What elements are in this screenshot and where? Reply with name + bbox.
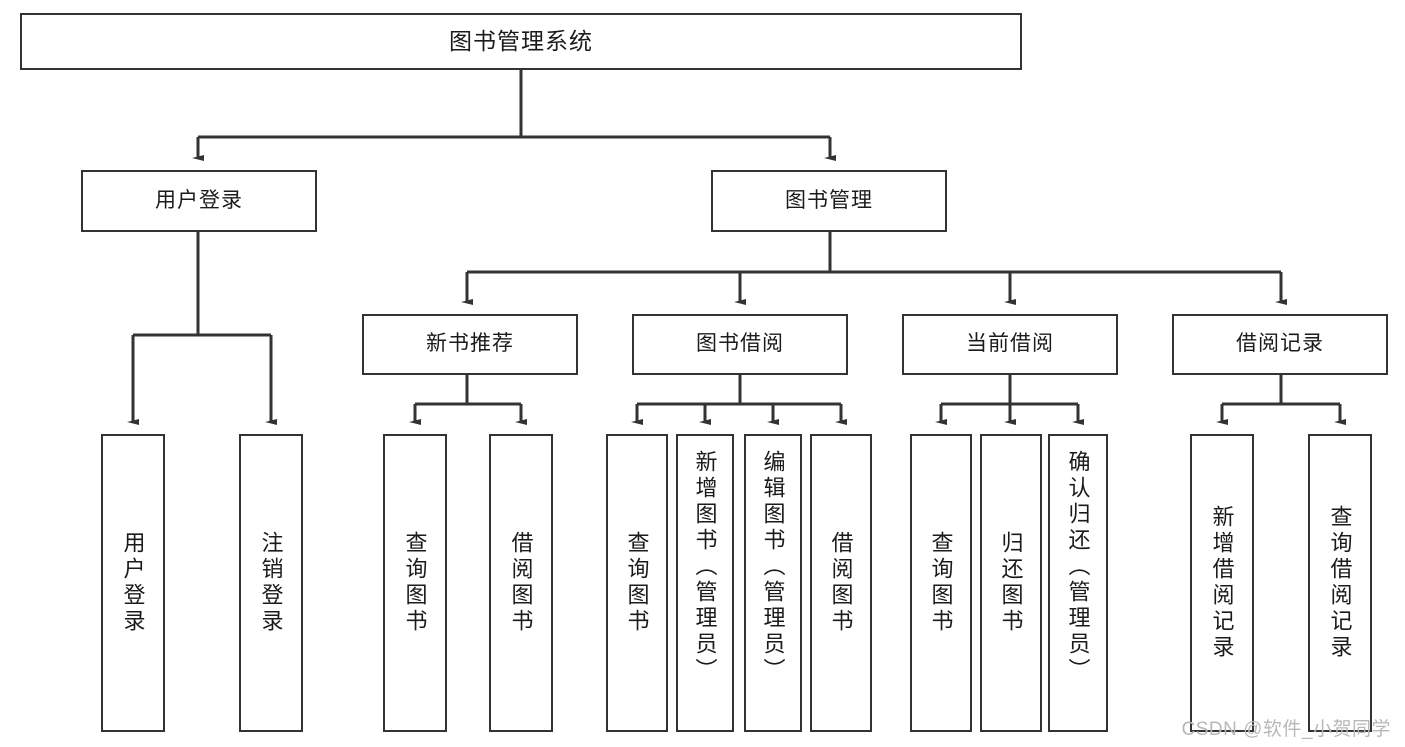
node-label: 借阅图书 <box>508 531 534 635</box>
node-label: 确认归还（管理员） <box>1065 450 1091 684</box>
csdn-watermark: CSDN @软件_小贺同学 <box>1181 719 1391 740</box>
node-label: 编辑图书（管理员） <box>760 450 786 684</box>
node-leaf-user-logout[interactable]: 注销登录 <box>239 434 303 732</box>
node-leaf-edit-book-admin[interactable]: 编辑图书（管理员） <box>744 434 802 732</box>
node-label: 用户登录 <box>120 531 146 635</box>
node-leaf-borrow-book-recommendation[interactable]: 借阅图书 <box>489 434 553 732</box>
node-label: 查询借阅记录 <box>1327 505 1353 661</box>
node-label: 用户登录 <box>155 188 243 212</box>
node-leaf-query-borrowing-record[interactable]: 查询借阅记录 <box>1308 434 1372 732</box>
node-new-book-recommendation[interactable]: 新书推荐 <box>362 314 578 375</box>
node-leaf-borrow-book-borrowing[interactable]: 借阅图书 <box>810 434 872 732</box>
node-leaf-return-book[interactable]: 归还图书 <box>980 434 1042 732</box>
node-label: 查询图书 <box>624 531 650 635</box>
node-book-management[interactable]: 图书管理 <box>711 170 947 232</box>
node-label: 查询图书 <box>402 531 428 635</box>
node-label: 图书管理系统 <box>449 28 593 55</box>
node-current-borrowing[interactable]: 当前借阅 <box>902 314 1118 375</box>
node-leaf-add-book-admin[interactable]: 新增图书（管理员） <box>676 434 734 732</box>
node-label: 新增图书（管理员） <box>692 450 718 684</box>
node-label: 图书借阅 <box>696 332 784 356</box>
node-leaf-query-book-borrowing[interactable]: 查询图书 <box>606 434 668 732</box>
node-label: 新增借阅记录 <box>1209 505 1235 661</box>
node-leaf-confirm-return-admin[interactable]: 确认归还（管理员） <box>1048 434 1108 732</box>
node-leaf-user-login[interactable]: 用户登录 <box>101 434 165 732</box>
node-label: 图书管理 <box>785 188 873 212</box>
node-label: 借阅记录 <box>1236 332 1324 356</box>
node-label: 查询图书 <box>928 531 954 635</box>
node-label: 归还图书 <box>998 531 1024 635</box>
node-book-borrowing[interactable]: 图书借阅 <box>632 314 848 375</box>
node-label: 注销登录 <box>258 531 284 635</box>
node-label: 借阅图书 <box>828 531 854 635</box>
node-label: 新书推荐 <box>426 332 514 356</box>
node-leaf-add-borrowing-record[interactable]: 新增借阅记录 <box>1190 434 1254 732</box>
node-borrowing-record[interactable]: 借阅记录 <box>1172 314 1388 375</box>
node-leaf-query-book-current[interactable]: 查询图书 <box>910 434 972 732</box>
node-label: 当前借阅 <box>966 332 1054 356</box>
node-root-book-management-system[interactable]: 图书管理系统 <box>20 13 1022 70</box>
node-leaf-query-book-recommendation[interactable]: 查询图书 <box>383 434 447 732</box>
node-user-login[interactable]: 用户登录 <box>81 170 317 232</box>
